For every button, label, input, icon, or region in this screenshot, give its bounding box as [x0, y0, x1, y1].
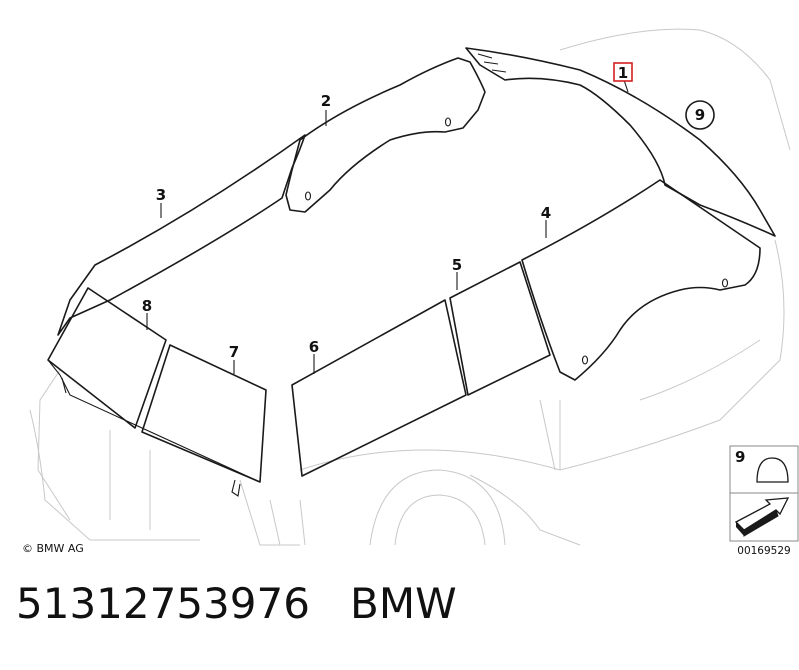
callout-2-label[interactable]: 2 — [321, 92, 331, 110]
rear-frame — [47, 359, 261, 483]
copyright-notice: © BMW AG — [22, 542, 84, 555]
part-8-rear-glass[interactable] — [47, 287, 167, 429]
part-number: 51312753976 — [16, 579, 310, 628]
callout-9-circle — [685, 100, 715, 130]
part-4-quarter-glass[interactable] — [521, 179, 761, 381]
part-7-rear-glass[interactable] — [141, 344, 267, 497]
legend-item-number: 9 — [735, 448, 745, 466]
callout-3-label[interactable]: 3 — [156, 186, 166, 204]
callout-9[interactable]: 9 — [685, 100, 715, 130]
caption: 51312753976 BMW — [16, 583, 457, 625]
part-2-side-glass[interactable] — [285, 57, 486, 213]
part-3-side-glass[interactable] — [57, 134, 306, 336]
part-5-side-window[interactable] — [449, 261, 551, 396]
callout-5-label[interactable]: 5 — [452, 256, 462, 274]
callout-8-label[interactable]: 8 — [142, 297, 152, 315]
car-body-outline — [29, 28, 791, 546]
callout-4-label[interactable]: 4 — [541, 204, 551, 222]
callout-1-label: 1 — [618, 64, 628, 82]
brand-name: BMW — [350, 579, 457, 628]
parts-diagram: 1 9 2 3 4 5 6 7 8 © BMW AG 9 00169529 — [22, 28, 799, 557]
part-6-side-window[interactable] — [291, 299, 467, 477]
diagram-reference-number: 00169529 — [737, 545, 790, 557]
leader-lines — [146, 79, 629, 374]
rubber-cap-icon — [756, 457, 789, 483]
arrow-icon — [734, 497, 790, 537]
legend-box: 9 00169529 — [729, 445, 799, 557]
callout-1-highlight-box — [613, 62, 633, 82]
callout-9-label: 9 — [695, 106, 705, 124]
part-1-roof-glass[interactable] — [465, 47, 776, 237]
callout-1[interactable]: 1 — [613, 62, 633, 82]
callout-6-label[interactable]: 6 — [309, 338, 319, 356]
callout-7-label[interactable]: 7 — [229, 343, 239, 361]
